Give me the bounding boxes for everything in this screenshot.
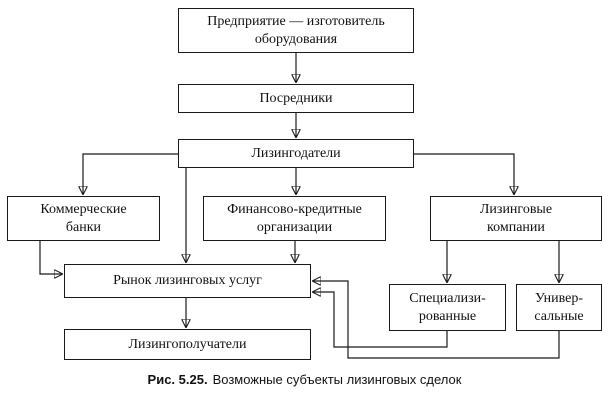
- node-commercial-banks: Коммерческие банки: [7, 196, 160, 241]
- node-specialized-label: Специализи- рованные: [409, 290, 486, 324]
- node-intermediaries: Посредники: [178, 84, 414, 113]
- node-lessees: Лизингополучатели: [64, 329, 311, 360]
- figure-caption-text: Возможные субъекты лизинговых сделок: [212, 372, 462, 387]
- node-leasing-companies-label: Лизинговые компании: [479, 201, 553, 235]
- node-specialized: Специализи- рованные: [389, 284, 506, 331]
- node-lessors-label: Лизингодатели: [251, 145, 341, 161]
- node-universal: Универ- сальные: [516, 284, 602, 331]
- node-financial-credit-organizations-label: Финансово-кредитные организации: [227, 201, 362, 235]
- arrow-banks-to-market: [39, 241, 62, 274]
- node-lessors: Лизингодатели: [178, 139, 414, 168]
- node-intermediaries-label: Посредники: [259, 90, 333, 106]
- node-manufacturer: Предприятие — изготовитель оборудования: [178, 8, 414, 53]
- figure-caption: Рис. 5.25. Возможные субъекты лизинговых …: [0, 372, 609, 387]
- node-leasing-services-market-label: Рынок лизинговых услуг: [113, 273, 262, 289]
- node-leasing-companies: Лизинговые компании: [430, 196, 602, 241]
- node-financial-credit-organizations: Финансово-кредитные организации: [203, 196, 386, 241]
- figure-caption-number: Рис. 5.25.: [147, 372, 208, 387]
- node-lessees-label: Лизингополучатели: [128, 336, 247, 352]
- arrow-universal-to-market: [313, 281, 560, 359]
- arrow-lessors-to-leasing-companies: [414, 153, 514, 194]
- arrow-specialized-to-market: [313, 292, 448, 348]
- node-universal-label: Универ- сальные: [534, 290, 584, 324]
- arrow-lessors-to-banks: [83, 153, 178, 194]
- node-commercial-banks-label: Коммерческие банки: [40, 201, 127, 235]
- node-manufacturer-label: Предприятие — изготовитель оборудования: [207, 13, 385, 47]
- node-leasing-services-market: Рынок лизинговых услуг: [64, 264, 311, 298]
